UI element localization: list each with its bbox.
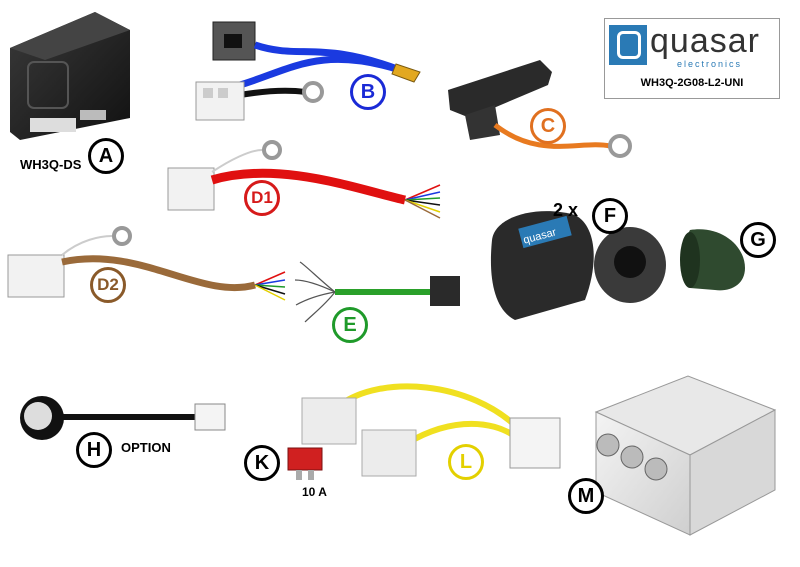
badge-k: K [244, 445, 280, 481]
badge-a: A [88, 138, 124, 174]
junction-box-m [594, 375, 777, 536]
badge-b: B [350, 74, 386, 110]
badge-f: F [592, 198, 628, 234]
harness-e [294, 261, 460, 323]
badge-c: C [530, 108, 566, 144]
badge-l: L [448, 444, 484, 480]
fuse-k [287, 447, 323, 480]
product-code: WH3Q-2G08-L2-UNI [640, 77, 744, 89]
badge-g: G [740, 222, 776, 258]
harness-d1 [167, 140, 441, 219]
caption-k: 10 A [302, 485, 327, 499]
harness-c [448, 60, 632, 158]
control-module-a [10, 12, 130, 140]
harness-b [195, 21, 421, 121]
grommet-g [680, 229, 745, 291]
brand-logo-word: quasar [650, 22, 760, 60]
badge-d1: D1 [244, 180, 280, 216]
harness-d2 [7, 226, 286, 301]
caption-h: OPTION [121, 440, 171, 455]
brand-logo-box: quasar electronics WH3Q-2G08-L2-UNI [604, 18, 780, 99]
brand-logo-tagline: electronics [677, 59, 743, 69]
harness-l [301, 383, 561, 477]
badge-e: E [332, 307, 368, 343]
badge-d2: D2 [90, 267, 126, 303]
sensor-h [20, 396, 226, 440]
caption-a: WH3Q-DS [20, 157, 82, 172]
badge-h: H [76, 432, 112, 468]
badge-m: M [568, 478, 604, 514]
socket-f: quasar [490, 211, 666, 320]
caption-f-count: 2 x [553, 200, 579, 220]
brand-logo-mark [609, 25, 647, 65]
